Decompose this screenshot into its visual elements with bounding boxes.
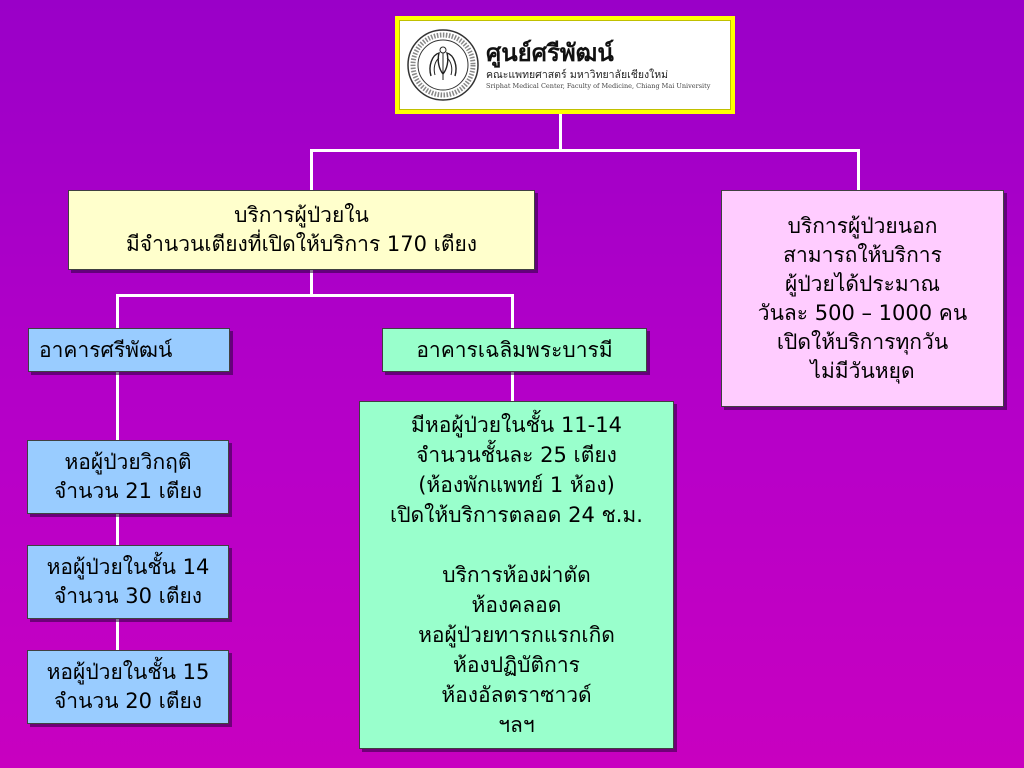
ward-name: หอผู้ป่วยวิกฤติ [64, 450, 192, 474]
outpatient-line: ผู้ป่วยได้ประมาณ [785, 271, 940, 296]
ward-box-floor-14: หอผู้ป่วยในชั้น 14 จำนวน 30 เตียง [27, 545, 229, 619]
sriphat-building-label: อาคารศรีพัฒน์ [39, 337, 173, 362]
connector-inpatient-down [310, 270, 313, 296]
connector-to-outpatient [857, 149, 860, 191]
logo-subtitle-en: Sriphat Medical Center, Faculty of Medic… [486, 82, 711, 90]
detail-line: (ห้องพักแพทย์ 1 ห้อง) [418, 473, 615, 497]
connector-top-horizontal [310, 149, 860, 152]
detail-line: ห้องอัลตราซาวด์ [441, 683, 592, 707]
ward-box-critical: หอผู้ป่วยวิกฤติ จำนวน 21 เตียง [27, 440, 229, 514]
outpatient-line: วันละ 500 – 1000 คน [757, 300, 968, 325]
ward-beds: จำนวน 20 เตียง [53, 689, 203, 713]
outpatient-line: ไม่มีวันหยุด [810, 358, 915, 383]
connector-chalerm-details [511, 372, 514, 402]
outpatient-service-box: บริการผู้ป่วยนอก สามารถให้บริการ ผู้ป่วย… [721, 190, 1004, 407]
detail-line: ฯลฯ [498, 713, 535, 737]
connector-logo-down [559, 114, 562, 151]
inpatient-title: บริการผู้ป่วยใน [234, 203, 369, 227]
detail-line: จำนวนชั้นละ 25 เตียง [416, 443, 617, 467]
detail-line: หอผู้ป่วยทารกแรกเกิด [418, 623, 615, 647]
chalerm-building-label: อาคารเฉลิมพระบารมี [416, 337, 613, 362]
ward-beds: จำนวน 21 เตียง [53, 479, 203, 503]
outpatient-line: สามารถให้บริการ [783, 242, 942, 267]
chalerm-details-box: มีหอผู้ป่วยในชั้น 11-14 จำนวนชั้นละ 25 เ… [359, 401, 674, 749]
connector-to-inpatient [310, 149, 313, 191]
connector-to-chalerm [511, 294, 514, 328]
sriphat-building-box: อาคารศรีพัฒน์ [28, 328, 230, 372]
sriphat-seal-icon [407, 29, 479, 101]
logo-title: ศูนย์ศรีพัฒน์ [486, 38, 614, 67]
outpatient-line: บริการผู้ป่วยนอก [787, 213, 938, 238]
detail-line: มีหอผู้ป่วยในชั้น 11-14 [411, 413, 622, 437]
detail-line: ห้องคลอด [471, 593, 562, 617]
ward-name: หอผู้ป่วยในชั้น 15 [46, 660, 210, 684]
connector-to-sriphat [116, 294, 119, 328]
detail-line: บริการห้องผ่าตัด [442, 563, 591, 587]
ward-beds: จำนวน 30 เตียง [53, 584, 203, 608]
detail-line: ห้องปฏิบัติการ [453, 653, 580, 677]
chalerm-building-box: อาคารเฉลิมพระบารมี [382, 328, 647, 372]
outpatient-line: เปิดให้บริการทุกวัน [776, 329, 949, 354]
sriphat-logo: ศูนย์ศรีพัฒน์ คณะแพทยศาสตร์ มหาวิทยาลัยเ… [395, 16, 735, 114]
connector-buildings-horizontal [116, 294, 514, 297]
inpatient-beds: มีจำนวนเตียงที่เปิดให้บริการ 170 เตียง [125, 232, 478, 256]
ward-name: หอผู้ป่วยในชั้น 14 [46, 555, 210, 579]
inpatient-service-box: บริการผู้ป่วยใน มีจำนวนเตียงที่เปิดให้บร… [68, 190, 535, 270]
ward-box-floor-15: หอผู้ป่วยในชั้น 15 จำนวน 20 เตียง [27, 650, 229, 724]
detail-line: เปิดให้บริการตลอด 24 ช.ม. [390, 503, 643, 527]
logo-subtitle-th: คณะแพทยศาสตร์ มหาวิทยาลัยเชียงใหม่ [486, 68, 669, 81]
